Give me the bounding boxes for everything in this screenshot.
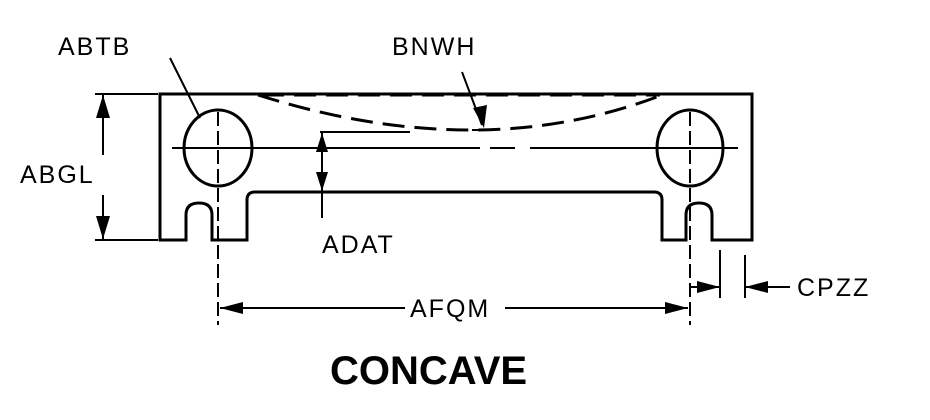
label-adat: ADAT [322, 231, 395, 259]
cpzz-extension [690, 250, 790, 298]
bnwh-leader [461, 71, 496, 131]
diagram-title: CONCAVE [330, 349, 527, 393]
abtb-leader [169, 57, 201, 119]
hole-crosshairs [217, 112, 691, 325]
adat-arrow-down [316, 172, 328, 191]
adat-arrow-up [316, 133, 328, 152]
abgl-arrow-down [96, 216, 110, 239]
abgl-arrow-up [96, 95, 110, 118]
adat-extension [320, 131, 410, 218]
concave-arc [257, 93, 663, 132]
bnwh-arrow [473, 105, 487, 128]
label-abgl: ABGL [20, 161, 95, 189]
label-cpzz: CPZZ [797, 274, 870, 302]
part-outline [158, 92, 754, 242]
cpzz-arrow-left [745, 281, 768, 293]
label-bnwh: BNWH [392, 33, 476, 61]
afqm-arrow-left [220, 302, 243, 314]
label-afqm: AFQM [410, 295, 490, 323]
label-abtb: ABTB [58, 33, 131, 61]
afqm-arrow-right [665, 302, 688, 314]
cpzz-arrow-right [697, 281, 720, 293]
